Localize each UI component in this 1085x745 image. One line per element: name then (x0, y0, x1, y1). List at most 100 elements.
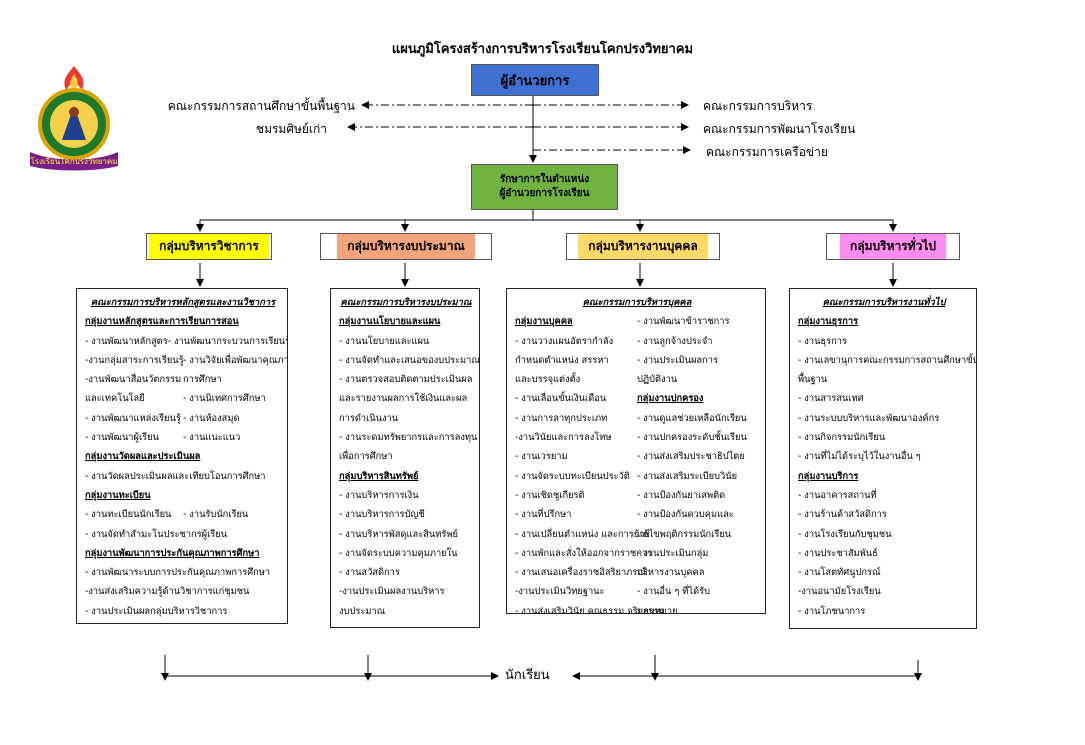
list-item: - งานจัดระบบทะเบียนประวัติ- งานส่งเสริมร… (515, 467, 759, 486)
list-item: - งานวางแผนอัตรากำลัง - งานลูกจ้างประจำ (515, 332, 759, 351)
list-item: - งานวัดผลประเมินผลและเทียบโอนการศึกษา (85, 470, 266, 482)
list-item-col2: - งานประเมินผลการ (637, 354, 718, 366)
list-item: และบรรจุแต่งตั้งปฏิบัติงาน (515, 370, 759, 389)
group-academic-label: กลุ่มบริหารวิชาการ (149, 234, 269, 259)
list-item-col2: - งานดูแลช่วยเหลือนักเรียน (637, 412, 747, 424)
panel-heading: คณะกรรมการบริหารหลักสูตรและงานวิชาการ (90, 297, 276, 308)
left-link-school-board: คณะกรรมการสถานศึกษาขั้นพื้นฐาน (167, 99, 355, 113)
list-item: งบประมาณ (339, 605, 386, 617)
list-item-col1: กำหนดตำแหน่ง สรรหา (515, 354, 609, 366)
panel-heading: คณะกรรมการบริหารบุคคล (582, 297, 692, 308)
section-title: กลุ่มงานทะเบียน (85, 489, 151, 501)
list-item-col1: - งานเสนอเครื่องราชอิสริยาภรณ์ (515, 567, 646, 579)
list-item-col2: กลุ่มงานปกครอง (637, 393, 704, 405)
list-item: - งานบริหารการเงิน (339, 489, 419, 501)
group-personnel-label: กลุ่มบริหารงานบุคคล (578, 234, 708, 259)
list-item-col2: - งานปกครองระดับชั้นเรียน (637, 432, 747, 444)
panel-heading: คณะกรรมการบริหารงบประมาณ (340, 297, 472, 308)
section-title: กลุ่มงานธุรการ (798, 316, 859, 328)
group-general-label: กลุ่มบริหารทั่วไป (840, 234, 946, 259)
list-item: -งานอนามัยโรงเรียน (798, 586, 881, 598)
list-item: - งานที่ไม่ได้ระบุไว้ในงานอื่น ๆ (798, 451, 921, 463)
section-title: กลุ่มงานนโยบายและแผน (339, 316, 441, 328)
school-logo: โรงเรียนโคกปรงวิทยาคม (22, 62, 126, 172)
students-label: นักเรียน (505, 668, 550, 683)
list-item: - งานที่ปรึกษา- งานป้องกันควบคุมและ (515, 505, 759, 524)
list-item: - งานสวัสดิการ (339, 567, 400, 579)
list-item: - งานโสตทัศนูปกรณ์ (798, 567, 881, 579)
acting-line-2: ผู้อำนวยการโรงเรียน (499, 188, 590, 199)
list-item-col1: กลุ่มงานบุคคล (515, 316, 573, 328)
list-item: -งานพัฒนาสื่อนวัตกรรมการศึกษา (85, 370, 281, 389)
section-title: กลุ่มงานวัดผลและประเมินผล (85, 451, 201, 463)
list-item: - งานพัฒนาหลักสูตร- งานพัฒนากระบวนการเรี… (85, 332, 287, 351)
list-item: - งานกิจกรรมนักเรียน (798, 432, 886, 444)
list-item: -งานประเมินผลงานบริหาร (339, 586, 445, 598)
section-title: กลุ่มงานพัฒนาการประกันคุณภาพการศึกษา (85, 547, 260, 559)
list-item-col2: - งานพัฒนาข้าราชการ (637, 316, 730, 328)
list-item: - งานเวรยาม - งานส่งเสริมประชาธิปไตย (515, 447, 759, 466)
group-budget: กลุ่มบริหารงบประมาณ (320, 233, 492, 260)
list-item-col2: - งานป้องกันควบคุมและ (637, 509, 734, 521)
group-budget-label: กลุ่มบริหารงบประมาณ (337, 234, 475, 259)
list-item-col1: -งานวินัยและการลงโทษ (515, 432, 612, 444)
list-item: - งานเลขานุการคณะกรรมการสถานศึกษาขั้น (798, 354, 977, 366)
list-item-col2: - งานอื่น ๆ ที่ได้รับ (637, 586, 711, 598)
list-item: และรายงานผลการใช้เงินและผล (339, 393, 468, 405)
list-item-col1: - งานการลาทุกประเภท (515, 412, 608, 424)
left-link-alumni: ชมรมศิษย์เก่า (255, 122, 327, 136)
right-link-network-committee: คณะกรรมการเครือข่าย (706, 145, 828, 159)
list-item-col1: - งานพัฒนาผู้เรียน (85, 432, 159, 444)
list-item: -งานส่งเสริมความรู้ด้านวิชาการแก่ชุมชน (85, 586, 250, 598)
right-link-executive-committee: คณะกรรมการบริหาร (703, 99, 813, 113)
list-item: และเทคโนโลยี- งานนิเทศการศึกษา (85, 389, 281, 408)
panel-budget: คณะกรรมการบริหารงบประมาณกลุ่มงานนโยบายแล… (330, 288, 480, 628)
list-item-col2: - งานประเมินกลุ่ม (637, 547, 709, 559)
logo-text: โรงเรียนโคกปรงวิทยาคม (30, 156, 117, 166)
list-item-col1: - งานเชิดชูเกียรติ (515, 489, 585, 501)
group-general: กลุ่มบริหารทั่วไป (826, 233, 960, 260)
list-item-col2: - งานวิจัยเพื่อพัฒนาคุณภาพ (183, 354, 288, 366)
list-item: เพื่อการศึกษา (339, 451, 393, 463)
list-item-col1: - งานวางแผนอัตรากำลัง (515, 335, 614, 347)
list-item-col2: มอบหมาย (637, 605, 678, 614)
right-link-development-committee: คณะกรรมการพัฒนาโรงเรียน (703, 122, 856, 136)
list-item-col1: - งานทะเบียนนักเรียน (85, 509, 172, 521)
list-item: - งานพัฒนาระบบการประกันคุณภาพการศึกษา (85, 567, 271, 579)
list-item-col2: - งานพัฒนากระบวนการเรียนรู้ (167, 335, 288, 347)
list-item: - งานพัฒนาแหล่งเรียนรู้- งานห้องสมุด (85, 409, 281, 428)
group-academic: กลุ่มบริหารวิชาการ (146, 233, 272, 260)
list-item-col1: - งานเวรยาม (515, 451, 568, 463)
list-item-col2: แก้ไขพฤติกรรมนักเรียน (637, 528, 732, 540)
group-personnel: กลุ่มบริหารงานบุคคล (566, 233, 720, 260)
list-item: - งานประเมินผลกลุ่มบริหารวิชาการ (85, 605, 228, 617)
list-item: - งานส่งเสริมวินัย คุณธรรม จริยธรรมมอบหม… (515, 602, 759, 614)
director-box: ผู้อำนวยการ (471, 64, 599, 96)
list-item: - งานเลื่อนขั้นเงินเดือนกลุ่มงานปกครอง (515, 389, 759, 408)
section-title: กลุ่มงานหลักสูตรและการเรียนการสอน (85, 316, 239, 328)
list-item-col2: - งานป้องกันยาเสพติด (637, 489, 726, 501)
list-item-col2: - งานส่งเสริมประชาธิปไตย (637, 451, 745, 463)
acting-director-box: รักษาการในตำแหน่ง ผู้อำนวยการโรงเรียน (471, 164, 618, 210)
list-item-col2: - งานรับนักเรียน (183, 509, 249, 521)
list-item: - งานอาคารสถานที่ (798, 489, 877, 501)
list-item-col1: - งานพักและสั่งให้ออกจากราชการ (515, 547, 653, 559)
list-item: - งานพัฒนาผู้เรียน- งานแนะแนว (85, 428, 281, 447)
list-item: - งานประชาสัมพันธ์ (798, 547, 878, 559)
list-item: - งานตรวจสอบติดตามประเมินผล (339, 374, 473, 386)
list-item: -งานประเมินวิทยฐานะ - งานอื่น ๆ ที่ได้รับ (515, 582, 759, 601)
list-item: - งานการลาทุกประเภท - งานดูแลช่วยเหลือนัก… (515, 409, 759, 428)
list-item: - งานเชิดชูเกียรติ - งานป้องกันยาเสพติด (515, 486, 759, 505)
list-item: - งานสารสนเทศ (798, 393, 864, 405)
list-item-col2: - งานลูกจ้างประจำ (637, 335, 713, 347)
list-item: - งานเปลี่ยนตำแหน่ง และการย้ายแก้ไขพฤติก… (515, 525, 759, 544)
list-item-col1: -งานกลุ่มสาระการเรียนรู้ (85, 354, 184, 366)
acting-line-1: รักษาการในตำแหน่ง (499, 174, 590, 185)
section-title: กลุ่มบริหารสินทรัพย์ (339, 470, 419, 482)
list-item: - งานบริหารการบัญชี (339, 509, 425, 521)
list-item-col1: -งานประเมินวิทยฐานะ (515, 586, 605, 598)
list-item-col1: และบรรจุแต่งตั้ง (515, 374, 581, 386)
panel-heading: คณะกรรมการบริหารงานทั่วไป (822, 297, 946, 308)
list-item-col2: - งานนิเทศการศึกษา (183, 393, 266, 405)
